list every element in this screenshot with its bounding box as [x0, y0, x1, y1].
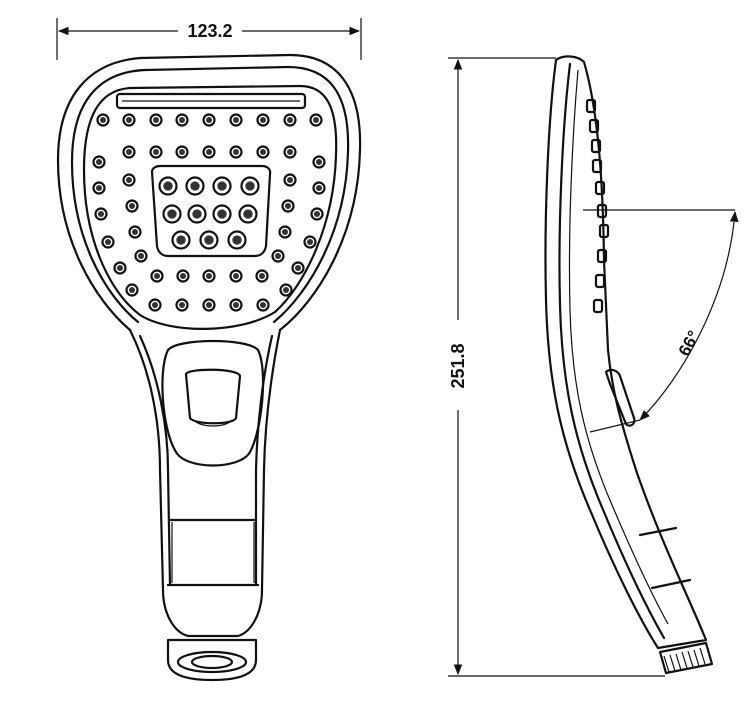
outer-nozzle — [310, 207, 324, 221]
width-dimension: 123.2 — [56, 18, 362, 60]
outer-nozzle — [176, 269, 190, 283]
outer-nozzle — [202, 145, 216, 159]
mode-button — [184, 368, 242, 425]
outer-nozzle — [113, 261, 127, 275]
outer-nozzle — [283, 173, 297, 187]
outer-nozzle — [271, 249, 285, 263]
outer-nozzle — [255, 269, 269, 283]
outer-nozzle — [229, 113, 243, 127]
outer-nozzle — [92, 155, 106, 169]
outer-nozzle — [278, 225, 292, 239]
center-nozzle — [240, 176, 260, 196]
center-nozzle — [185, 176, 205, 196]
outer-nozzle — [149, 145, 163, 159]
outer-nozzle — [175, 298, 189, 312]
outer-nozzle — [122, 145, 136, 159]
front-connector — [166, 638, 258, 682]
outer-nozzle — [312, 155, 326, 169]
outer-nozzle — [202, 298, 216, 312]
front-view: 123.2 — [56, 18, 362, 682]
center-spray-panel — [150, 164, 272, 258]
side-nozzle — [596, 203, 608, 219]
outer-nozzle — [94, 207, 108, 221]
center-nozzle — [212, 204, 232, 224]
side-nozzle — [585, 98, 597, 114]
angle-label: 66° — [675, 327, 704, 359]
outer-nozzle — [202, 113, 216, 127]
side-nozzle-array — [585, 98, 610, 314]
side-nozzle — [594, 180, 606, 196]
outer-nozzle — [122, 173, 136, 187]
outer-nozzle — [281, 199, 295, 213]
outer-nozzle — [283, 113, 297, 127]
side-view: 251.8 66° — [448, 55, 739, 677]
side-nozzle — [598, 223, 610, 239]
outer-nozzle — [150, 269, 164, 283]
center-nozzle — [187, 204, 207, 224]
side-inner-outline — [558, 62, 666, 640]
outer-nozzle — [128, 225, 142, 239]
outer-nozzle-array — [92, 113, 326, 312]
center-nozzle-array — [158, 176, 260, 250]
mode-button-housing — [161, 339, 265, 467]
side-nozzle — [590, 138, 602, 154]
outer-nozzle — [256, 298, 270, 312]
side-nozzle — [596, 248, 608, 264]
outer-nozzle — [283, 145, 297, 159]
outer-nozzle — [125, 199, 139, 213]
outer-nozzle — [279, 283, 293, 297]
outer-nozzle — [92, 181, 106, 195]
head-inner-outline — [70, 65, 350, 324]
handle-inner-outline — [138, 334, 274, 587]
outer-nozzle — [96, 113, 110, 127]
center-nozzle — [158, 176, 178, 196]
side-connector — [658, 641, 714, 675]
center-nozzle — [171, 230, 191, 250]
outer-nozzle — [229, 298, 243, 312]
outer-nozzle — [101, 235, 115, 249]
spray-face-outline — [82, 84, 338, 330]
outer-nozzle — [175, 145, 189, 159]
width-dimension-label: 123.2 — [187, 21, 232, 41]
outer-nozzle — [229, 269, 243, 283]
outer-nozzle — [256, 145, 270, 159]
outer-nozzle — [149, 113, 163, 127]
top-slot — [115, 92, 307, 110]
outer-nozzle — [309, 113, 323, 127]
side-mode-button — [604, 368, 636, 427]
outer-nozzle — [148, 298, 162, 312]
outer-nozzle — [122, 113, 136, 127]
outer-nozzle — [256, 113, 270, 127]
center-nozzle — [162, 204, 182, 224]
center-nozzle — [212, 176, 232, 196]
head-outer-outline — [56, 53, 362, 332]
handle-outline — [128, 328, 282, 638]
outer-nozzle — [303, 235, 317, 249]
outer-nozzle — [229, 145, 243, 159]
outer-nozzle — [175, 113, 189, 127]
center-nozzle — [238, 204, 258, 224]
side-nozzle — [588, 118, 600, 134]
side-body-outline — [544, 55, 708, 650]
outer-nozzle — [312, 181, 326, 195]
height-dimension-label: 251.8 — [448, 343, 468, 388]
outer-nozzle — [134, 249, 148, 263]
outer-nozzle — [202, 269, 216, 283]
center-nozzle — [199, 230, 219, 250]
height-dimension: 251.8 — [448, 57, 665, 677]
side-nozzle — [591, 158, 603, 174]
outer-nozzle — [125, 283, 139, 297]
side-nozzle — [594, 273, 606, 289]
side-nozzle — [592, 298, 604, 314]
outer-nozzle — [291, 261, 305, 275]
center-nozzle — [227, 230, 247, 250]
